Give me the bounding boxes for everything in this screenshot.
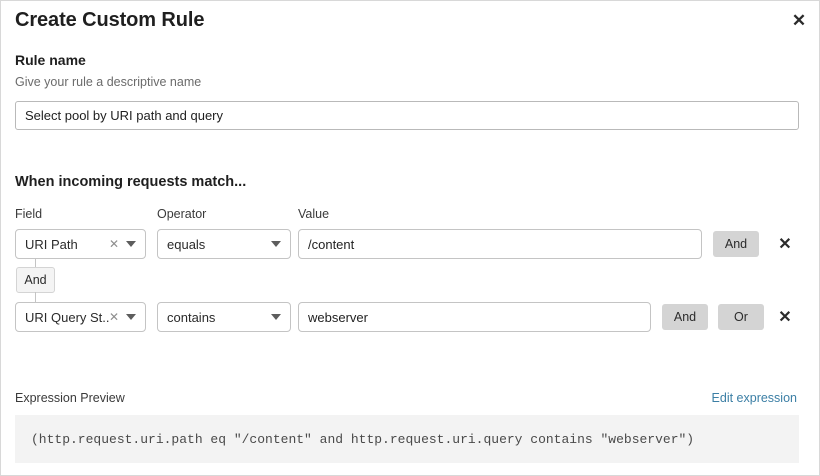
- field-select-1-label: URI Path: [25, 236, 78, 252]
- edit-expression-link[interactable]: Edit expression: [711, 391, 797, 405]
- connector-line-top: [35, 259, 36, 269]
- expression-preview-box: (http.request.uri.path eq "/content" and…: [15, 415, 799, 463]
- column-header-field: Field: [15, 207, 43, 221]
- expression-preview-label: Expression Preview: [15, 391, 125, 405]
- rule-name-label: Rule name: [15, 52, 86, 68]
- rule-name-help-text: Give your rule a descriptive name: [15, 75, 202, 89]
- and-button-row-2[interactable]: And: [662, 304, 708, 330]
- field-select-1[interactable]: URI Path ✕: [15, 229, 146, 259]
- operator-select-1-label: equals: [167, 236, 206, 252]
- chevron-down-icon[interactable]: [126, 241, 136, 247]
- column-header-value: Value: [298, 207, 330, 221]
- rule-name-input[interactable]: [15, 101, 799, 130]
- clear-icon[interactable]: ✕: [108, 237, 119, 251]
- delete-row-2-icon[interactable]: ✕: [778, 309, 792, 326]
- operator-select-2-label: contains: [167, 309, 216, 325]
- value-input-1[interactable]: [298, 229, 702, 259]
- match-section-heading: When incoming requests match...: [15, 174, 247, 190]
- clear-icon[interactable]: ✕: [108, 310, 119, 324]
- connector-line-bottom: [35, 292, 36, 302]
- operator-select-2[interactable]: contains: [157, 302, 291, 332]
- chevron-down-icon[interactable]: [271, 314, 281, 320]
- value-input-2[interactable]: [298, 302, 651, 332]
- chevron-down-icon[interactable]: [126, 314, 136, 320]
- group-connector-and-badge[interactable]: And: [16, 267, 55, 293]
- delete-row-1-icon[interactable]: ✕: [778, 236, 792, 253]
- expression-preview-text: (http.request.uri.path eq "/content" and…: [31, 431, 695, 447]
- chevron-down-icon[interactable]: [271, 241, 281, 247]
- field-select-2[interactable]: URI Query St... ✕: [15, 302, 146, 332]
- close-icon[interactable]: ✕: [791, 10, 807, 30]
- dialog-title: Create Custom Rule: [15, 9, 205, 31]
- field-select-2-label: URI Query St...: [25, 309, 109, 325]
- or-button-row-2[interactable]: Or: [718, 304, 764, 330]
- and-button-row-1[interactable]: And: [713, 231, 759, 257]
- column-header-operator: Operator: [157, 207, 207, 221]
- operator-select-1[interactable]: equals: [157, 229, 291, 259]
